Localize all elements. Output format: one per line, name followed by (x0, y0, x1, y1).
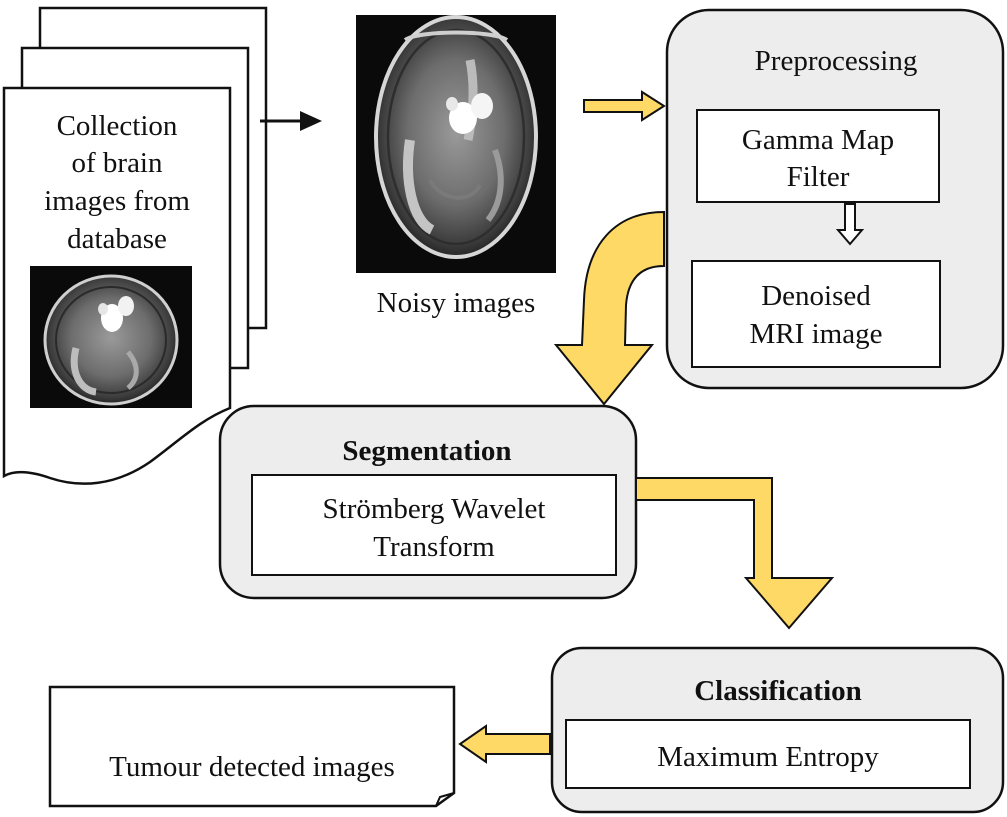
noisy-images-caption: Noisy images (377, 287, 536, 319)
wavelet-line1: Strömberg Wavelet (323, 493, 546, 525)
arrow-to-segmentation (553, 210, 665, 406)
tumour-detected-label: Tumour detected images (109, 751, 395, 783)
denoised-mri-box (691, 260, 941, 368)
maximum-entropy-box (565, 719, 971, 789)
classification-title: Classification (694, 675, 862, 707)
collection-text-line2: of brain (72, 147, 163, 179)
arrow-to-preprocessing (583, 90, 666, 122)
hollow-down-arrow (835, 203, 865, 246)
denoised-line1: Denoised (761, 280, 871, 312)
wavelet-line2: Transform (373, 531, 495, 563)
wavelet-transform-box (251, 474, 617, 576)
collection-text-line3: images from (44, 185, 190, 217)
arrow-to-noisy (260, 111, 322, 131)
gamma-map-filter-box (696, 109, 940, 203)
result-document: Tumour detected images (48, 685, 456, 808)
preprocessing-title: Preprocessing (755, 45, 918, 77)
denoised-line2: MRI image (750, 318, 883, 350)
maximum-entropy-label: Maximum Entropy (657, 741, 879, 773)
classification-panel: Classification Maximum Entropy (550, 646, 1005, 814)
gamma-map-filter-line1: Gamma Map (742, 124, 894, 156)
arrow-to-result (458, 724, 551, 764)
segmentation-title: Segmentation (342, 435, 511, 467)
segmentation-panel: Segmentation Strömberg Wavelet Transform (218, 404, 638, 600)
noisy-mri-image (356, 15, 556, 273)
document-stack: Collection of brain images from database (2, 6, 268, 485)
preprocessing-panel: Preprocessing Gamma Map Filter Denoised … (665, 8, 1005, 390)
gamma-map-filter-line2: Filter (787, 161, 850, 193)
collection-text-line1: Collection (57, 110, 178, 142)
arrow-to-classification (635, 477, 835, 630)
collection-text-line4: database (67, 223, 167, 255)
small-mri-image (30, 266, 192, 408)
